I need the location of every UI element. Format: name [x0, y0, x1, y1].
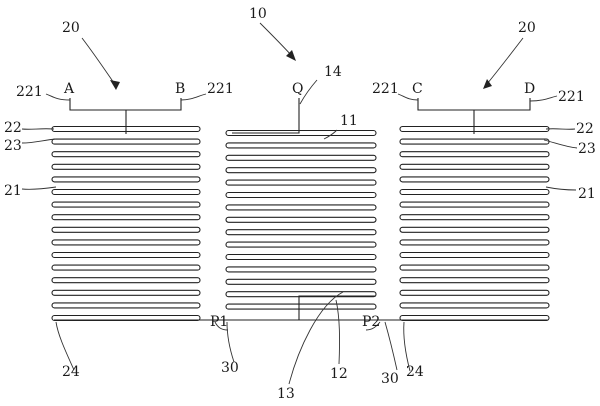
coil-turn [399, 264, 550, 271]
coil-turn [399, 125, 550, 133]
ref-20-right: 20 [518, 20, 536, 36]
coil-turn [399, 239, 550, 246]
coil-turn [225, 204, 377, 211]
coil-turn [399, 201, 550, 208]
terminal-p2: P2 [362, 314, 380, 330]
center-coil [225, 129, 377, 310]
ref-22-right: 22 [576, 121, 594, 137]
coil-turn [399, 163, 550, 170]
coil-turn [225, 129, 377, 137]
coil-turn [225, 229, 377, 236]
ref-22-left: 22 [4, 120, 22, 136]
ref-23-right: 23 [578, 141, 596, 157]
center-terminal-wiring [232, 98, 300, 134]
ref-10-arrow [259, 22, 296, 61]
ref-221-b: 221 [207, 81, 234, 97]
coil-turn [225, 291, 377, 298]
ref-21-left: 21 [4, 183, 22, 199]
coil-turn [399, 138, 550, 145]
ref-20-right-arrow [483, 37, 524, 89]
coil-turn [51, 176, 201, 183]
ref-14: 14 [324, 64, 342, 80]
terminal-b: B [175, 81, 185, 97]
coil-turn [399, 151, 550, 158]
coil-turn [225, 253, 377, 261]
ref-23-left: 23 [4, 138, 22, 154]
ref-10: 10 [249, 6, 267, 22]
ref-11: 11 [340, 113, 358, 129]
coil-turn [51, 125, 201, 133]
coil-turn [399, 176, 550, 183]
terminal-d: D [524, 81, 535, 97]
coil-turn [51, 264, 201, 271]
ref-221-a: 221 [16, 84, 43, 100]
coil-turn [51, 151, 201, 158]
coil-turn [225, 303, 377, 310]
coil-turn [51, 302, 201, 309]
coil-turn [399, 289, 550, 296]
coil-turn [225, 241, 377, 248]
terminal-q: Q [292, 81, 303, 97]
terminal-c: C [412, 81, 423, 97]
center-bottom-lead [298, 295, 376, 320]
coil-turn [51, 188, 201, 196]
left-terminal-wiring [69, 98, 182, 134]
ref-30-right: 30 [381, 371, 399, 387]
ref-30-left: 30 [221, 360, 239, 376]
coil-turn [51, 251, 201, 259]
coil-turn [399, 251, 550, 259]
coil-turn [399, 188, 550, 196]
coil-turn [51, 214, 201, 221]
coil-turn [51, 201, 201, 208]
ref-13: 13 [277, 386, 295, 402]
ref-21-right: 21 [578, 186, 596, 202]
terminal-p1: P1 [210, 314, 228, 330]
ref-20-left-arrow [81, 37, 120, 90]
ref-12: 12 [330, 366, 348, 382]
coil-turn [399, 302, 550, 309]
coil-turn [399, 226, 550, 233]
coil-turn [51, 163, 201, 170]
right-coil [399, 125, 550, 322]
coil-turn [225, 167, 377, 174]
coil-turn [225, 191, 377, 199]
right-terminal-wiring [417, 98, 531, 134]
coil-turn [399, 277, 550, 284]
ref-20-left: 20 [62, 20, 80, 36]
ref-221-d: 221 [558, 89, 585, 105]
coil-turn [399, 214, 550, 221]
coil-turn [225, 266, 377, 273]
coil-turn [225, 216, 377, 223]
left-coil [51, 125, 201, 322]
coil-turn [225, 278, 377, 285]
terminal-a: A [63, 81, 75, 97]
coil-turn [225, 142, 377, 149]
coil-turn [51, 289, 201, 296]
ref-221-c: 221 [372, 81, 399, 97]
coil-turn [225, 154, 377, 161]
coil-turn [51, 277, 201, 284]
coil-turn [51, 138, 201, 145]
ref-24-left: 24 [62, 364, 80, 380]
leader-lines [21, 79, 578, 385]
ref-24-right: 24 [406, 364, 424, 380]
coil-turn [51, 226, 201, 233]
coil-turn [51, 239, 201, 246]
coil-turn [225, 179, 377, 186]
